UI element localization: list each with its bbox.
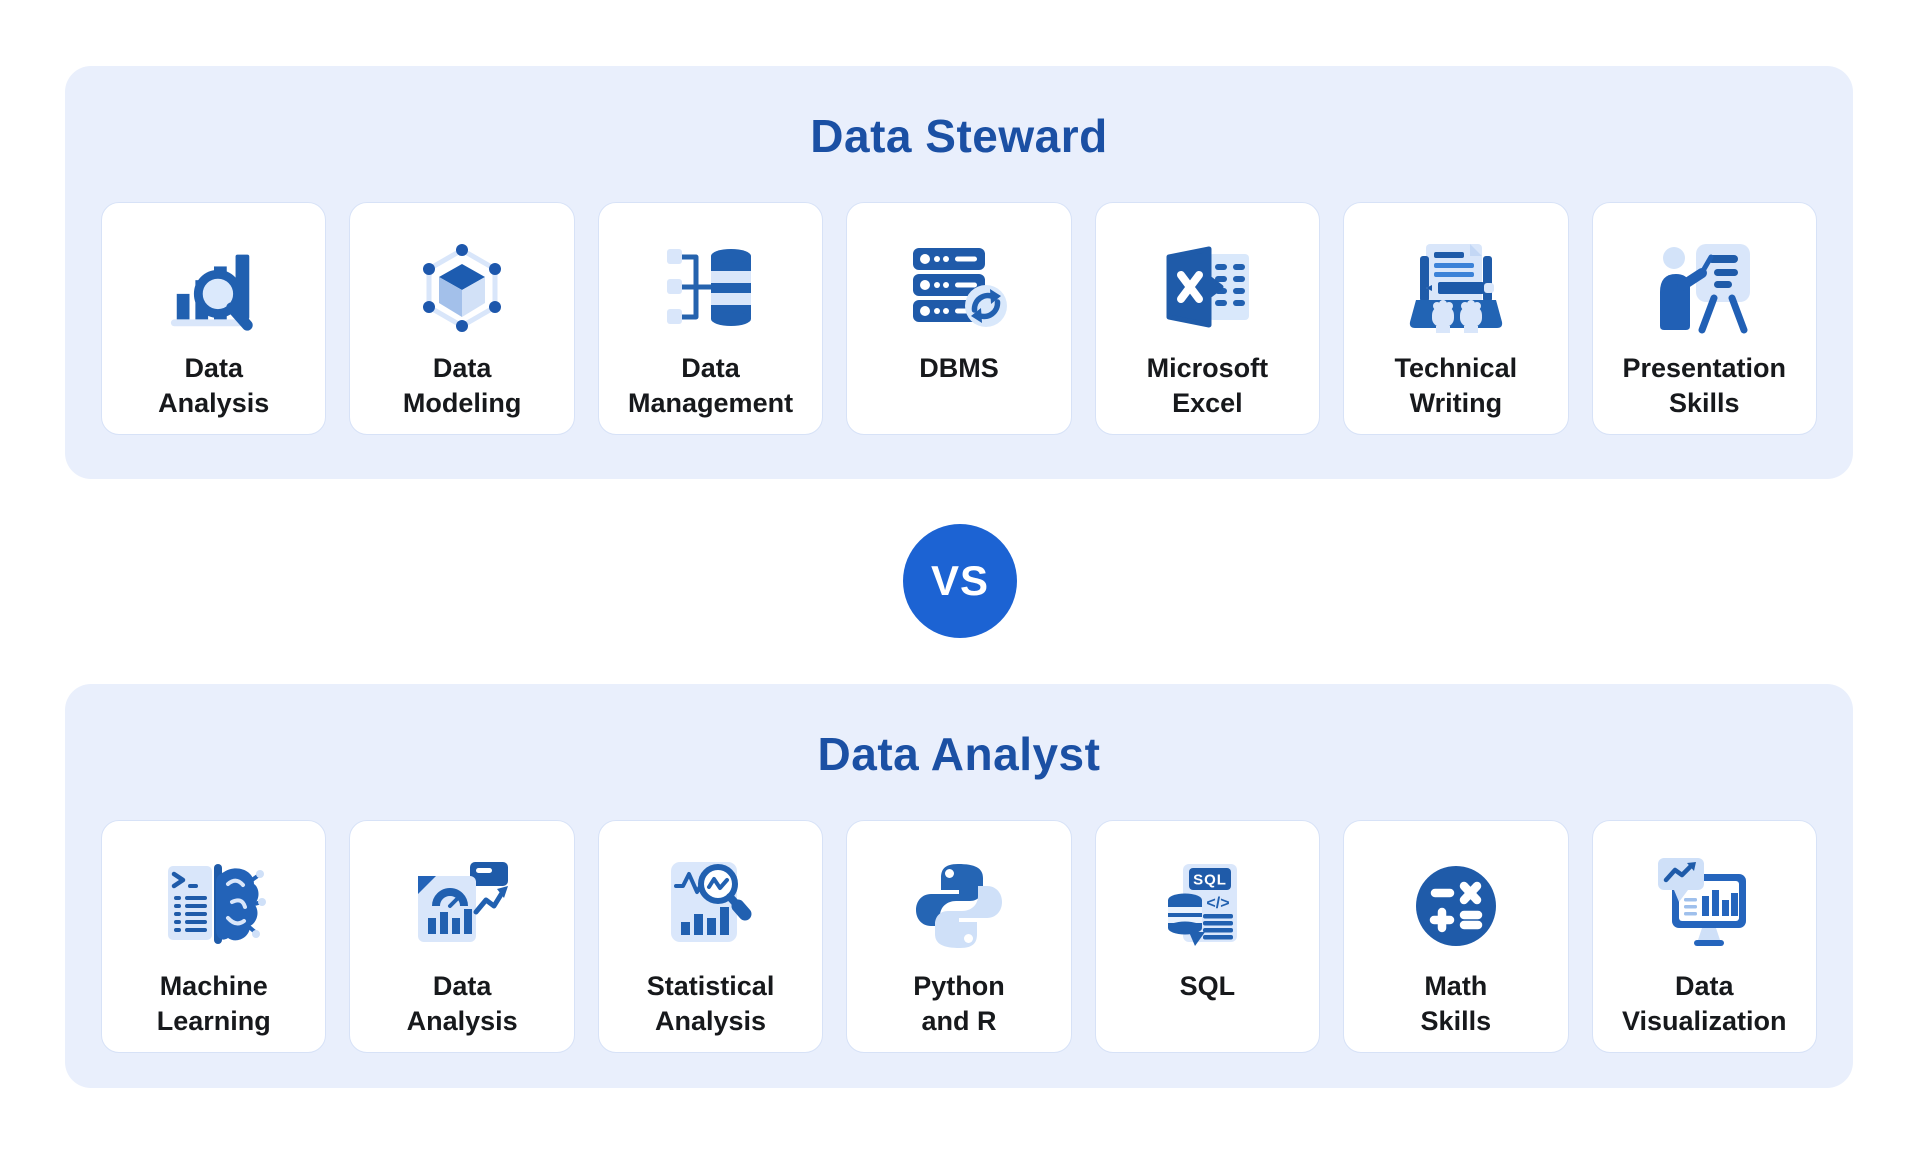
card-label: Data Analysis [158, 353, 270, 418]
data-modeling-icon [414, 237, 510, 339]
statistical-analysis-icon [663, 855, 759, 957]
section-data-steward: Data Steward Data Analysis [65, 66, 1853, 479]
card-python-and-r: Python and R [846, 820, 1072, 1053]
vs-badge: VS [903, 524, 1017, 638]
card-dbms: DBMS [846, 202, 1072, 435]
section-title-data-analyst: Data Analyst [817, 728, 1101, 780]
math-skills-icon [1408, 855, 1504, 957]
data-management-icon [663, 237, 759, 339]
card-data-management: Data Management [597, 202, 824, 435]
card-microsoft-excel: Microsoft Excel [1094, 202, 1321, 435]
sql-badge-text: SQL [1193, 872, 1227, 889]
card-label: Microsoft Excel [1146, 353, 1269, 418]
machine-learning-icon [162, 855, 266, 957]
technical-writing-icon [1404, 237, 1508, 339]
data-analysis-chart-icon [412, 855, 512, 957]
microsoft-excel-icon [1157, 237, 1257, 339]
cards-row-data-steward: Data Analysis Data Modeling [101, 202, 1817, 435]
card-label: Machine Learning [156, 971, 271, 1036]
card-sql: SQL </> SQL [1094, 820, 1321, 1053]
card-label: DBMS [919, 353, 999, 383]
card-statistical-analysis: Statistical Analysis [597, 820, 824, 1053]
python-r-icon [911, 855, 1007, 957]
section-data-analyst: Data Analyst [65, 684, 1853, 1088]
card-data-modeling: Data Modeling [349, 202, 575, 435]
sql-code-glyph: </> [1207, 895, 1230, 912]
card-label: Data Visualization [1621, 971, 1787, 1036]
sql-icon: SQL </> [1159, 855, 1255, 957]
card-label: SQL [1179, 971, 1236, 1001]
card-machine-learning: Machine Learning [101, 820, 327, 1053]
card-label: Math Skills [1420, 971, 1492, 1036]
cards-row-data-analyst: Machine Learning Da [101, 820, 1817, 1053]
card-presentation-skills: Presentation Skills [1591, 202, 1817, 435]
card-label: Technical Writing [1394, 353, 1518, 418]
card-technical-writing: Technical Writing [1343, 202, 1569, 435]
data-visualization-icon [1652, 855, 1756, 957]
card-data-analysis: Data Analysis [101, 202, 327, 435]
card-label: Data Modeling [402, 353, 522, 418]
dbms-icon [909, 237, 1009, 339]
data-analysis-icon [165, 237, 263, 339]
card-data-analysis-2: Data Analysis [349, 820, 575, 1053]
card-label: Statistical Analysis [646, 971, 775, 1036]
card-label: Data Analysis [406, 971, 518, 1036]
card-label: Data Management [628, 353, 794, 418]
card-label: Python and R [913, 971, 1005, 1036]
card-label: Presentation Skills [1622, 353, 1787, 418]
card-math-skills: Math Skills [1343, 820, 1569, 1053]
section-title-data-steward: Data Steward [810, 110, 1108, 162]
card-data-visualization: Data Visualization [1591, 820, 1817, 1053]
presentation-skills-icon [1654, 237, 1754, 339]
